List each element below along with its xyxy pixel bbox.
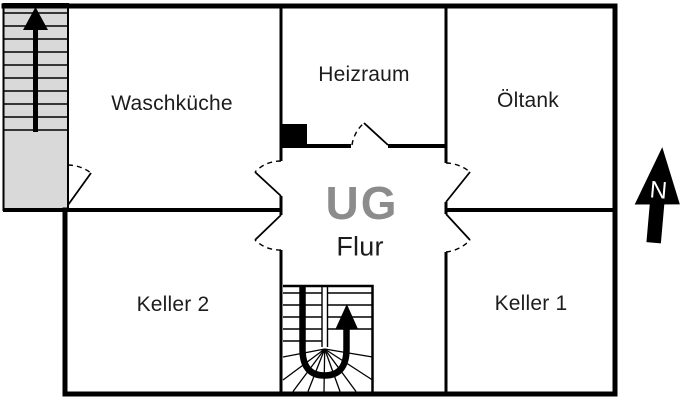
door-stairs-to-waschkueche — [67, 164, 92, 206]
interior-walls — [3, 6, 615, 394]
door-flur-to-keller2 — [254, 214, 282, 251]
room-label-flur: Flur — [336, 231, 384, 262]
room-label-heizraum: Heizraum — [318, 63, 410, 86]
stairs-uturn-arrow-icon — [299, 286, 358, 379]
room-label-keller2: Keller 2 — [136, 293, 210, 316]
stairs-up-arrow-icon — [23, 7, 48, 132]
door-swings — [67, 122, 471, 253]
chimney-block — [279, 124, 307, 146]
staircase-bottom-winder-steps — [282, 348, 373, 392]
door-flur-to-oeltank — [445, 162, 471, 203]
level-label-ug: UG — [325, 177, 399, 229]
exterior-walls — [1, 3, 618, 397]
room-label-oeltank: Öltank — [497, 89, 559, 112]
north-label: N — [649, 176, 669, 204]
staircase-top-left — [2, 3, 69, 211]
door-flur-to-keller1 — [445, 213, 471, 253]
north-arrow-icon: N — [634, 147, 680, 244]
staircase-bottom-outline — [283, 284, 374, 392]
staircase-bottom-divider — [321, 286, 329, 347]
door-flur-to-heizraum — [351, 122, 389, 146]
room-label-keller1: Keller 1 — [494, 292, 568, 315]
room-label-waschkueche: Waschküche — [111, 92, 233, 115]
staircase-bottom — [282, 284, 374, 392]
door-flur-to-waschkueche — [254, 160, 282, 197]
